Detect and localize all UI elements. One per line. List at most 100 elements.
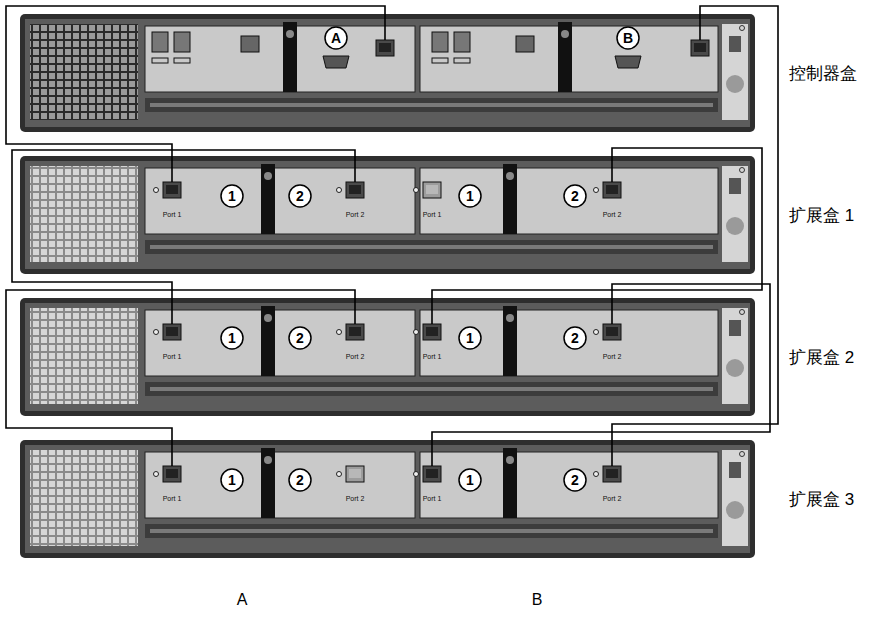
controller-tray: 控制器盒 (20, 14, 755, 132)
port-label: Port 1 (163, 353, 182, 360)
callout-circle (289, 469, 311, 491)
port (423, 466, 441, 482)
port-label: Port 2 (346, 211, 365, 218)
callout-circle (459, 327, 481, 349)
module (145, 452, 415, 518)
port-label: Port 1 (163, 211, 182, 218)
port-led (337, 472, 342, 477)
port-led (337, 188, 342, 193)
host-led (432, 58, 448, 63)
power-button (726, 217, 744, 235)
port-led (594, 330, 599, 335)
latch-screw (264, 172, 272, 180)
fan-panel (722, 166, 748, 262)
side-label: A (237, 592, 248, 608)
callout-number: 2 (296, 189, 304, 203)
sas-cable (6, 6, 385, 156)
module (420, 310, 718, 376)
fan-panel (722, 450, 748, 546)
tray-label: 扩展盒 3 (789, 488, 854, 511)
expansion-tray (20, 440, 755, 558)
latch-screw (264, 456, 272, 464)
cable-stub (171, 298, 173, 324)
port (603, 466, 621, 482)
rail-groove (150, 245, 713, 249)
port (603, 324, 621, 340)
module (145, 26, 415, 92)
host-led (152, 58, 168, 63)
power-switch (729, 36, 741, 52)
latch-screw (561, 30, 569, 38)
sas-cable (432, 148, 762, 298)
callout-circle (617, 27, 639, 49)
module (145, 310, 415, 376)
ethernet-port (241, 36, 259, 52)
sas-cable (612, 6, 778, 440)
chassis-inner (25, 161, 750, 269)
port-inner (166, 469, 178, 478)
rail (145, 240, 718, 254)
callout-circle (221, 327, 243, 349)
cable-stub (171, 156, 173, 182)
chassis-inner (25, 303, 750, 411)
latch-screw (506, 172, 514, 180)
port (346, 466, 364, 482)
callout-number: 2 (296, 473, 304, 487)
latch (261, 164, 275, 234)
port (691, 40, 709, 56)
module (420, 452, 718, 518)
port (346, 182, 364, 198)
cable-stub (354, 156, 356, 182)
callout-number: A (331, 31, 341, 45)
port-inner (606, 469, 618, 478)
port-inner (606, 185, 618, 194)
power-button (726, 359, 744, 377)
cable-stub (699, 14, 701, 40)
callout-number: 2 (571, 331, 579, 345)
port-led (414, 188, 419, 193)
controller-tray (20, 14, 755, 132)
latch (503, 306, 517, 376)
port-inner (349, 185, 361, 194)
chassis (20, 156, 755, 274)
port (163, 466, 181, 482)
chassis (20, 14, 755, 132)
vent-grid (30, 166, 138, 262)
host-port (174, 32, 190, 52)
callout-number: 2 (571, 473, 579, 487)
tray-label: 扩展盒 2 (789, 346, 854, 369)
port-label: Port 2 (346, 353, 365, 360)
callout-circle (221, 185, 243, 207)
power-switch (729, 320, 741, 336)
vent-grid (30, 308, 138, 404)
cable-stub (611, 156, 613, 182)
callout-number: 1 (466, 473, 474, 487)
module (145, 168, 415, 234)
port-inner (426, 469, 438, 478)
fan-panel (722, 24, 748, 120)
callout-number: 2 (571, 189, 579, 203)
callout-circle (221, 469, 243, 491)
callout-circle (289, 185, 311, 207)
tray-label: 扩展盒 1 (789, 204, 854, 227)
callout-circle (459, 185, 481, 207)
cable-stub (431, 298, 433, 324)
sas-cable (432, 284, 770, 440)
rail (145, 524, 718, 538)
expansion-tray: 扩展盒 3 (20, 440, 755, 558)
chassis (20, 440, 755, 558)
port-inner (694, 43, 706, 52)
sas-cable (6, 290, 355, 440)
power-button (726, 501, 744, 519)
cable-stub (611, 298, 613, 324)
rail-groove (150, 387, 713, 391)
led (740, 168, 745, 173)
rail-groove (150, 103, 713, 107)
port-label: Port 1 (163, 495, 182, 502)
expansion-tray: 扩展盒 2 (20, 298, 755, 416)
port-led (154, 330, 159, 335)
latch (503, 448, 517, 518)
callout-number: 1 (228, 331, 236, 345)
